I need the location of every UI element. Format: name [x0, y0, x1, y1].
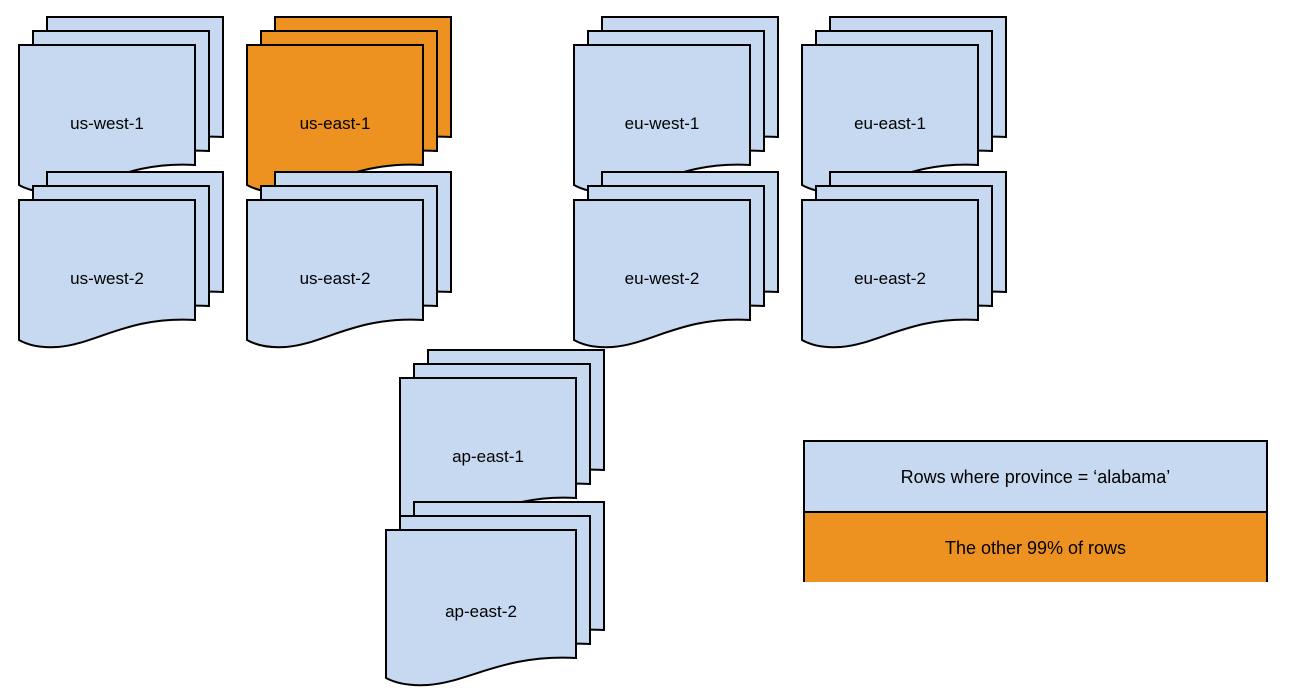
region-stack-shapes-ap-east-2: [385, 501, 605, 687]
document-sheet: [18, 199, 196, 349]
region-stack-eu-east-2[interactable]: eu-east-2: [800, 170, 1008, 350]
document-sheet: [246, 199, 424, 349]
region-stack-eu-east-1[interactable]: eu-east-1: [800, 15, 1008, 195]
region-stack-shapes-us-west-2: [18, 171, 224, 349]
region-stack-shapes-eu-west-1: [573, 16, 779, 194]
document-sheet: [573, 199, 751, 349]
legend-orange: The other 99% of rows: [805, 511, 1266, 582]
region-stack-shapes-eu-east-2: [801, 171, 1007, 349]
region-stack-shapes-eu-east-1: [801, 16, 1007, 194]
region-stack-eu-west-2[interactable]: eu-west-2: [572, 170, 780, 350]
region-stack-shapes-us-east-2: [246, 171, 452, 349]
legend: Rows where province = ‘alabama’ The other…: [803, 440, 1268, 582]
region-stack-shapes-us-east-1: [246, 16, 452, 194]
document-sheet: [801, 199, 979, 349]
region-stack-ap-east-2[interactable]: ap-east-2: [384, 500, 606, 688]
legend-blue-text: Rows where province = ‘alabama’: [900, 466, 1171, 487]
region-stack-shapes-eu-west-2: [573, 171, 779, 349]
region-stack-eu-west-1[interactable]: eu-west-1: [572, 15, 780, 195]
document-sheet: [385, 529, 577, 687]
legend-blue: Rows where province = ‘alabama’: [805, 442, 1266, 511]
legend-orange-text: The other 99% of rows: [944, 537, 1127, 558]
region-stack-shapes-us-west-1: [18, 16, 224, 194]
region-stack-us-west-1[interactable]: us-west-1: [17, 15, 225, 195]
region-stack-us-west-2[interactable]: us-west-2: [17, 170, 225, 350]
region-stack-us-east-1[interactable]: us-east-1: [245, 15, 453, 195]
region-stack-us-east-2[interactable]: us-east-2: [245, 170, 453, 350]
